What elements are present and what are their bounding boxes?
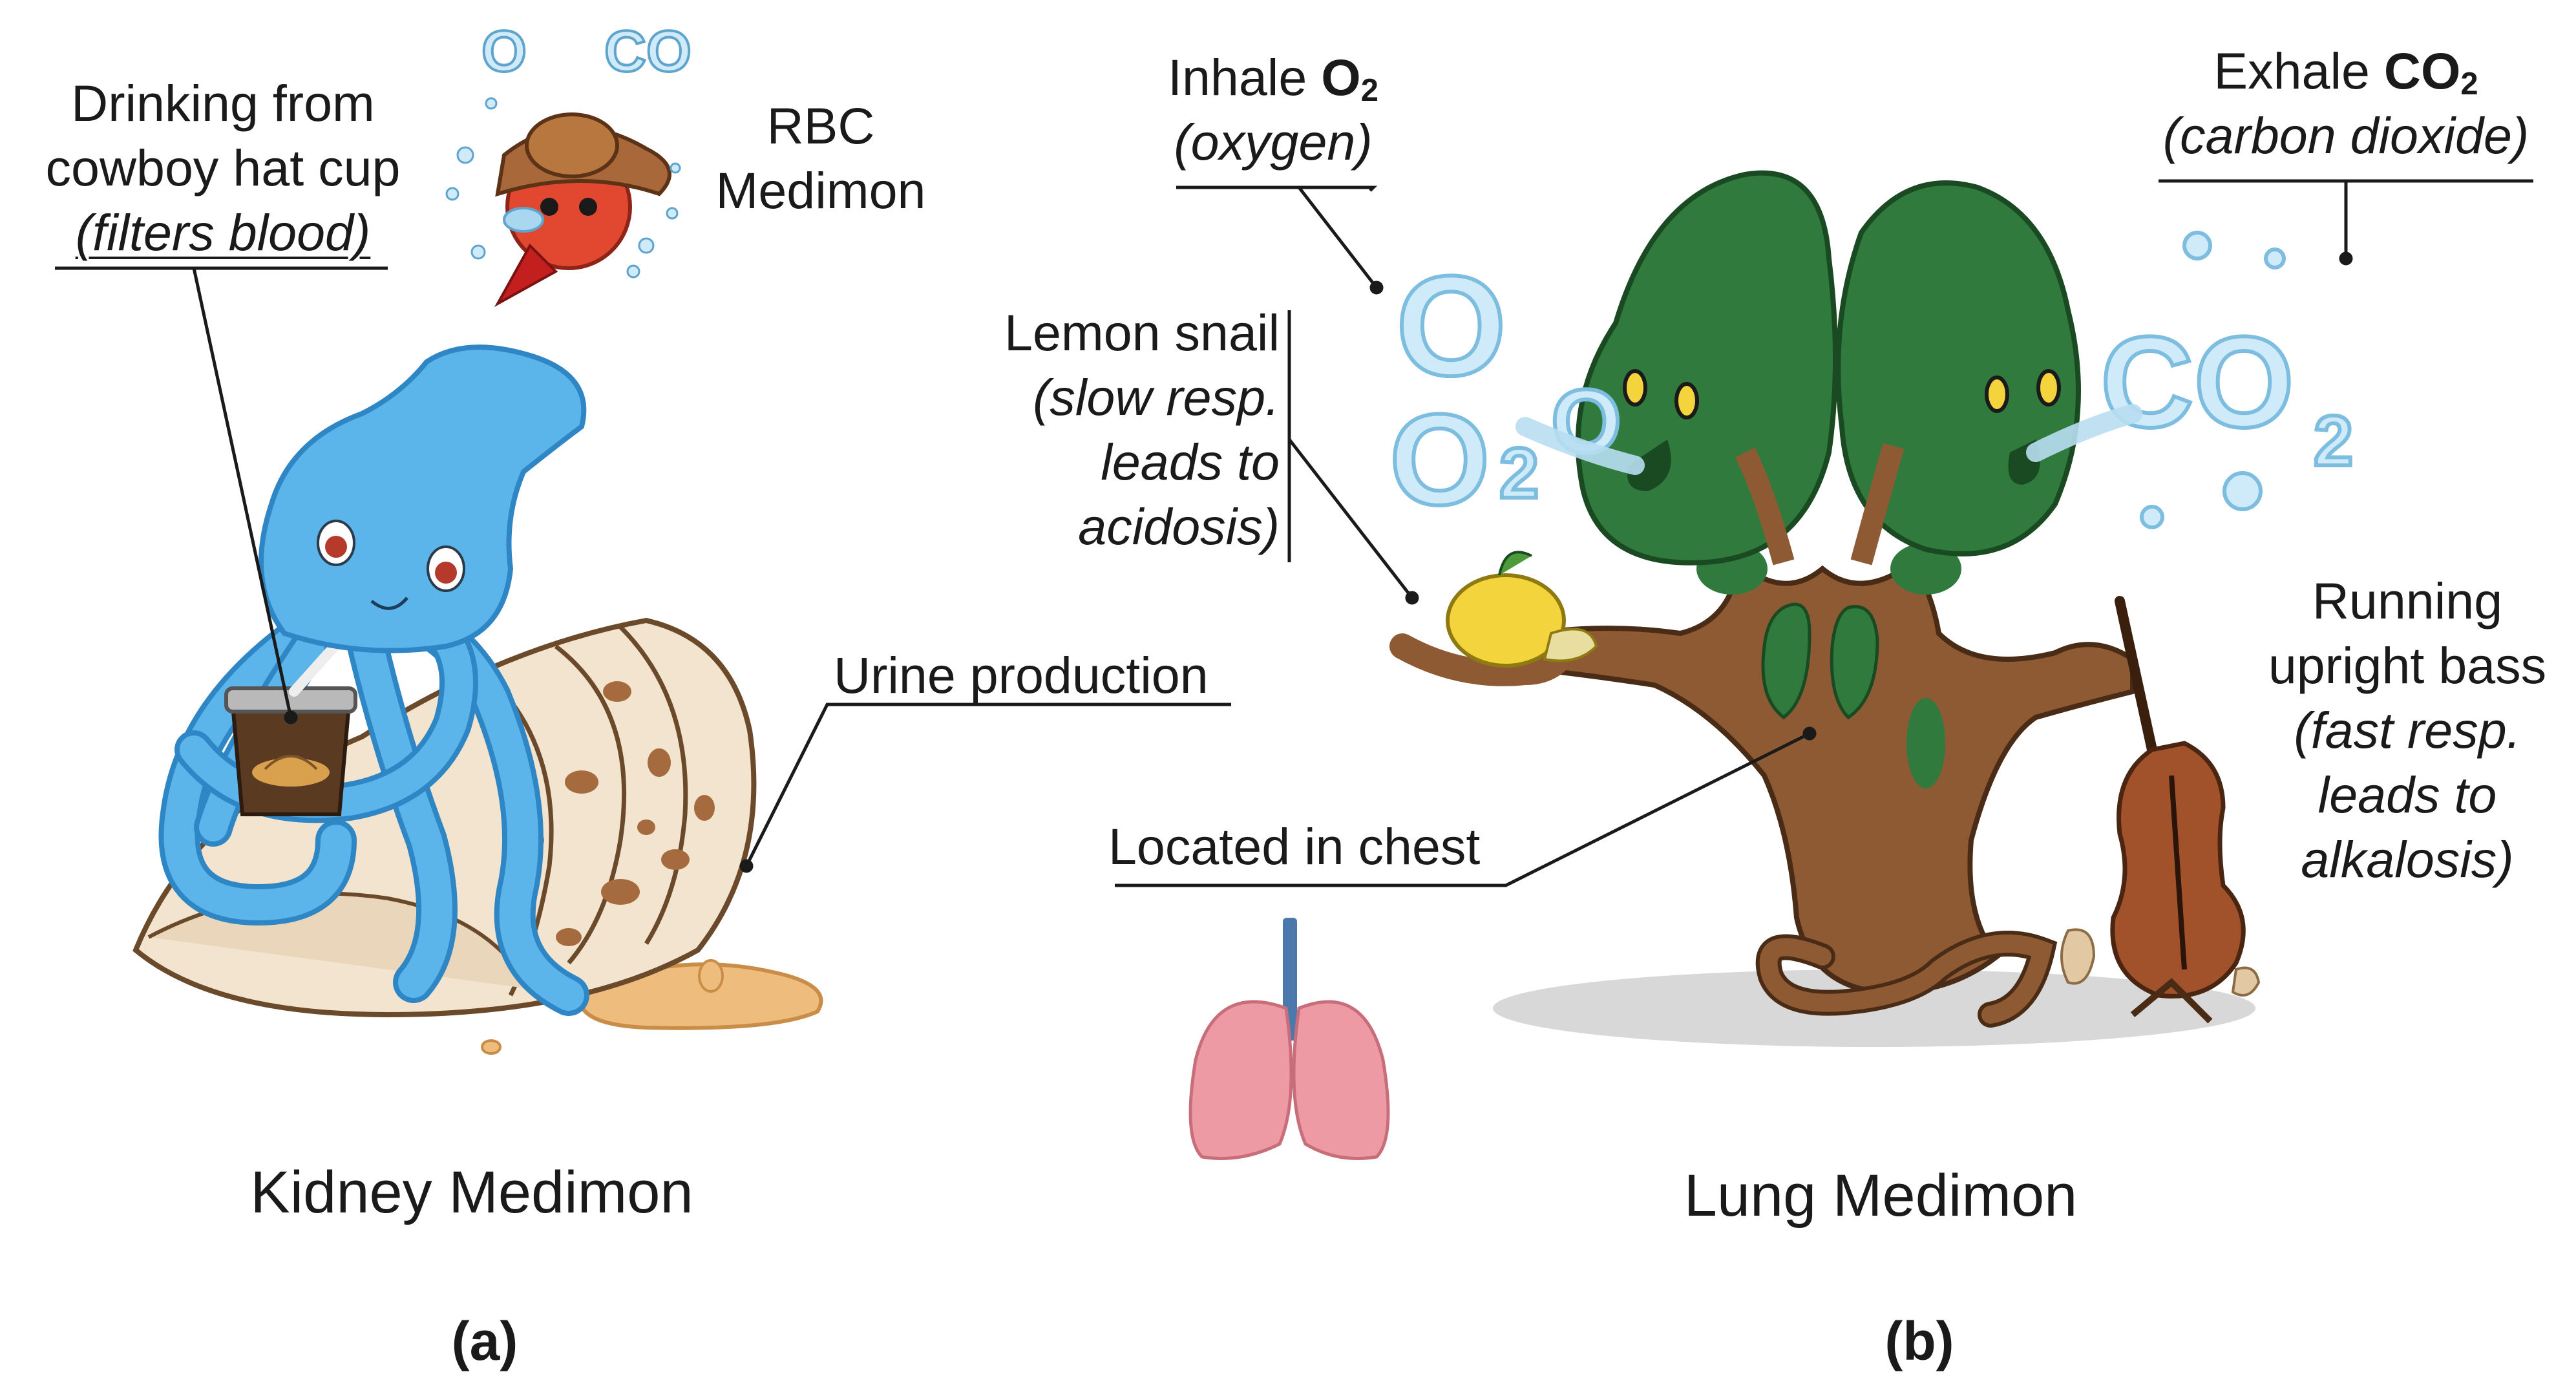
bass-label: Running upright bass (fast resp. leads t… <box>2246 569 2569 892</box>
inhale-subscript: 2 <box>1360 72 1378 108</box>
exhale-formula: CO <box>2383 42 2461 100</box>
lemon-snail-label: Lemon snail (slow resp. leads to acidosi… <box>937 301 1280 559</box>
callout-lines <box>55 179 2533 887</box>
exhale-word: Exhale <box>2213 42 2370 100</box>
callout-line <box>1176 185 1378 192</box>
callout-dot <box>2339 251 2353 266</box>
panel-b-label-text: (b) <box>1884 1311 1954 1371</box>
svg-text:O: O <box>481 19 527 84</box>
lemon-snail <box>1389 551 1598 686</box>
panel-a-label-text: (a) <box>451 1311 518 1371</box>
svg-text:2: 2 <box>2314 401 2353 481</box>
ginseng-roots <box>2060 928 2261 997</box>
left-foliage-head <box>1575 170 1838 566</box>
upright-bass <box>2110 596 2246 1024</box>
bass-label-line2: upright bass <box>2268 637 2547 694</box>
callout-dot <box>1369 280 1384 295</box>
exhale-label: Exhale CO2 (carbon dioxide) <box>2133 39 2559 168</box>
lung-caption-text: Lung Medimon <box>1684 1163 2078 1229</box>
urine-drop <box>698 959 724 993</box>
inhale-note: (oxygen) <box>1174 113 1373 171</box>
lemon-snail-line3: leads to <box>1101 433 1280 491</box>
urine-label: Urine production <box>834 643 1209 708</box>
inhale-formula: O <box>1321 48 1361 106</box>
urine-drop <box>481 1039 501 1055</box>
kidney-caption-text: Kidney Medimon <box>250 1159 693 1225</box>
exhale-subscript: 2 <box>2460 66 2478 101</box>
tree-trunk <box>1497 557 2135 995</box>
drinking-label-line1: Drinking from <box>71 74 375 132</box>
panel-b-label: (b) <box>1848 1309 1990 1373</box>
drinking-label-note: (filters blood) <box>75 204 371 261</box>
callout-dot <box>1405 591 1419 605</box>
lemon-snail-line1: Lemon snail <box>1004 304 1280 361</box>
urine-label-text: Urine production <box>834 646 1209 704</box>
callout-dot <box>1802 726 1817 741</box>
svg-text:O: O <box>1396 246 1506 405</box>
callout-line <box>744 703 1231 867</box>
kidney-medimon: O CO <box>132 18 823 1055</box>
inhale-word: Inhale <box>1168 48 1307 106</box>
lung-caption: Lung Medimon <box>1603 1160 2159 1231</box>
lemon-snail-line4: acidosis) <box>1078 498 1280 555</box>
bass-label-line4: leads to <box>2317 766 2497 823</box>
callout-line <box>1298 186 1378 289</box>
rbc-label-line1: RBC <box>766 97 875 154</box>
urine-puddle <box>578 962 823 1030</box>
bass-label-line1: Running <box>2312 572 2503 629</box>
drinking-label: Drinking from cowboy hat cup (filters bl… <box>36 71 410 265</box>
callout-line <box>1115 732 1811 887</box>
bass-label-line3: (fast resp. <box>2294 701 2521 759</box>
chest-label-text: Located in chest <box>1108 818 1481 875</box>
exhale-label-line1: Exhale CO2 <box>2133 39 2559 103</box>
rbc-medimon: O CO <box>480 18 693 308</box>
lemon-snail-line2: (slow resp. <box>1033 368 1280 426</box>
svg-text:CO: CO <box>604 19 692 84</box>
svg-text:CO: CO <box>2100 310 2294 454</box>
drinking-label-line2: cowboy hat cup <box>45 139 401 196</box>
callout-dot <box>284 710 298 724</box>
exhale-note: (carbon dioxide) <box>2162 107 2529 164</box>
kidney-caption: Kidney Medimon <box>174 1157 769 1228</box>
rbc-label-line2: Medimon <box>715 162 926 219</box>
inhale-label: Inhale O2 (oxygen) <box>1137 45 1409 174</box>
bubbles <box>445 97 681 279</box>
co2-bubbles: CO 2 <box>2098 231 2355 529</box>
rbc-label: RBC Medimon <box>698 94 944 223</box>
lung-medimon: O O 2 O CO 2 <box>1188 170 2355 1160</box>
svg-text:O: O <box>1389 388 1490 532</box>
svg-text:2: 2 <box>1499 434 1539 513</box>
bass-label-line5: alkalosis) <box>2301 830 2514 888</box>
chest-label: Located in chest <box>1108 814 1480 879</box>
octopus-head <box>259 344 587 653</box>
inhale-label-line1: Inhale O2 <box>1137 45 1409 110</box>
lungs-icon <box>1188 918 1390 1160</box>
callout-dot <box>739 859 754 873</box>
panel-a-label: (a) <box>414 1309 556 1373</box>
callout-line <box>192 268 293 718</box>
callout-line <box>1288 438 1413 599</box>
